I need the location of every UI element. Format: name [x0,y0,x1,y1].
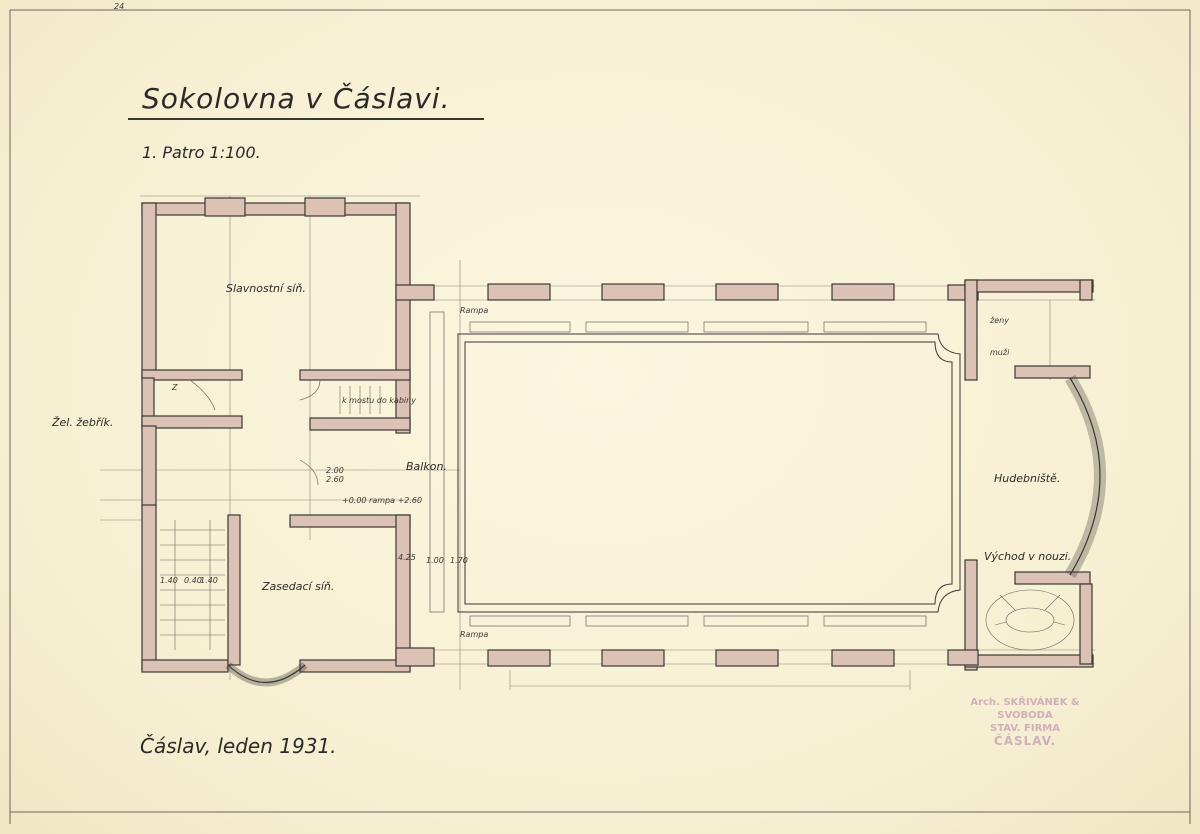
ramp-bottom-label: Rampa [460,630,489,639]
ceremonial-hall-label: Slavnostní síň. [226,282,306,295]
dim-hall-1: 1.00 [426,556,444,565]
bay-window-outline [227,664,306,684]
drawing-subtitle: 1. Patro 1:100. [142,143,261,162]
staircase-right [985,589,1075,651]
dim-side: 4.25 [398,553,416,562]
dim-ramp: +0.00 rampa +2.60 [342,496,423,505]
meeting-hall-label: Zasedací síň. [262,580,335,593]
ramp-top-label: Rampa [460,306,489,315]
balcony-seats [429,311,927,627]
orchestra-wall-outline [1069,377,1101,576]
door-swings [189,379,321,486]
dim-stair-1: 1.40 [160,576,178,585]
balcony-label: Balkon. [406,460,447,473]
staircase-left [160,520,225,650]
dim-d1: 2.00 [326,466,344,475]
to-cabin-label: k mostu do kabiny [342,396,416,405]
men-label: muži [990,348,1010,357]
page-ref: 24 [114,2,125,11]
ladder-label: Žel. žebřík. [52,416,114,429]
women-label: ženy [990,316,1009,325]
drawing-title: Sokolovna v Čáslavi. [142,82,451,115]
hall-outline [457,333,961,613]
walls [141,197,1094,673]
drawing-footer: Čáslav, leden 1931. [140,734,337,758]
stamp-line-2: STAV. FIRMA [990,723,1060,734]
dim-stair-2: 0.40 [184,576,202,585]
stamp-line-3: ČÁSLAV. [993,734,1057,748]
stamp-line-1: Arch. SKŘIVÁNEK & SVOBODA [970,697,1080,721]
dim-hall-2: 1.70 [450,556,468,565]
sheet-border [9,9,1191,824]
architect-stamp: Arch. SKŘIVÁNEK & SVOBODA STAV. FIRMA ČÁ… [950,696,1100,748]
staircase-cabin [339,386,381,414]
orchestra-label: Hudebniště. [994,472,1061,485]
dim-d2: 2.60 [326,475,344,484]
emergency-exit-label: Východ v nouzi. [984,550,1072,563]
wc-label: Z [172,383,178,392]
title-underline [128,118,484,120]
dim-stair-3: 1.40 [200,576,218,585]
